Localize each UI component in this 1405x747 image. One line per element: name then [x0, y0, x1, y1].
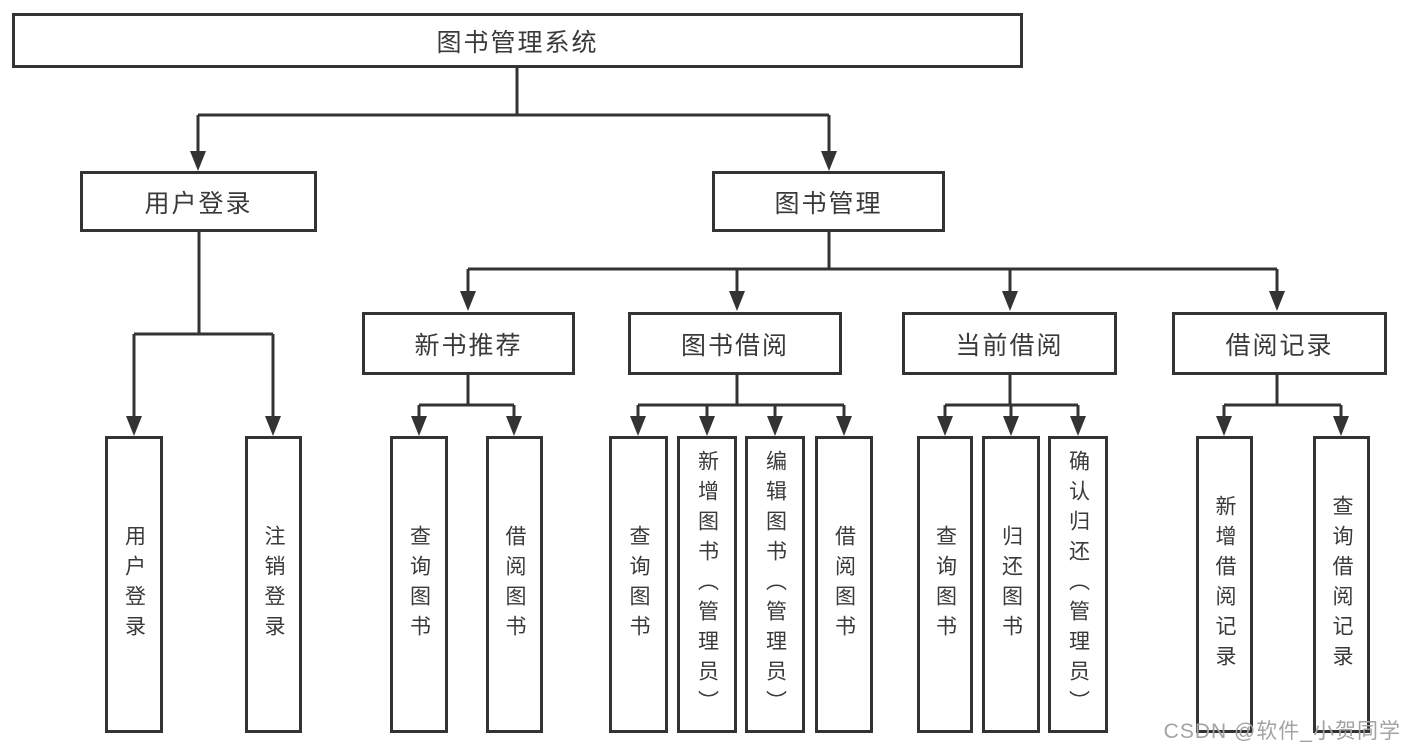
arrowhead	[729, 291, 745, 311]
node-borrow-records: 借阅记录	[1172, 312, 1387, 375]
node-current-borrowing: 当前借阅	[902, 312, 1117, 375]
node-book-management: 图书管理	[712, 171, 945, 232]
arrowhead	[460, 291, 476, 311]
connector-current-borrowing	[943, 375, 1080, 421]
arrowhead	[767, 416, 783, 436]
arrowhead	[836, 416, 852, 436]
arrowhead	[506, 416, 522, 436]
leaf-add-books-admin: 新增图书（管理员）	[677, 436, 737, 733]
node-user-login: 用户登录	[80, 171, 317, 232]
arrowhead	[1269, 291, 1285, 311]
connector-root	[196, 68, 831, 156]
leaf-return-books: 归还图书	[982, 436, 1040, 733]
arrowhead	[1002, 291, 1018, 311]
connector-book-borrowing	[636, 375, 846, 421]
arrowhead	[1003, 416, 1019, 436]
connector-new-book-recommend	[417, 375, 516, 421]
arrowhead	[630, 416, 646, 436]
arrowhead	[1070, 416, 1086, 436]
leaf-borrow-books-recommend: 借阅图书	[486, 436, 543, 733]
connector-user-login	[132, 232, 275, 421]
connector-borrow-records	[1222, 375, 1343, 421]
arrowhead	[1216, 416, 1232, 436]
node-new-book-recommend: 新书推荐	[362, 312, 575, 375]
leaf-edit-books-admin: 编辑图书（管理员）	[745, 436, 805, 733]
arrowhead	[265, 416, 281, 436]
leaf-logout: 注销登录	[245, 436, 302, 733]
arrowhead	[699, 416, 715, 436]
arrowhead	[411, 416, 427, 436]
leaf-query-books-recommend: 查询图书	[390, 436, 448, 733]
csdn-watermark: CSDN @软件_小贺同学	[1163, 720, 1401, 743]
leaf-user-login: 用户登录	[105, 436, 163, 733]
arrowhead	[190, 151, 206, 171]
arrowhead	[126, 416, 142, 436]
arrowhead	[821, 151, 837, 171]
node-book-borrowing: 图书借阅	[628, 312, 842, 375]
arrowhead	[1333, 416, 1349, 436]
leaf-borrow-books: 借阅图书	[815, 436, 873, 733]
leaf-add-borrow-record: 新增借阅记录	[1196, 436, 1253, 733]
connector-book-management	[466, 232, 1279, 296]
leaf-confirm-return-admin: 确认归还（管理员）	[1048, 436, 1108, 733]
node-library-system: 图书管理系统	[12, 13, 1023, 68]
leaf-query-books-current: 查询图书	[917, 436, 973, 733]
leaf-query-borrow-record: 查询借阅记录	[1313, 436, 1370, 733]
leaf-query-books-borrowing: 查询图书	[609, 436, 668, 733]
arrowhead	[937, 416, 953, 436]
